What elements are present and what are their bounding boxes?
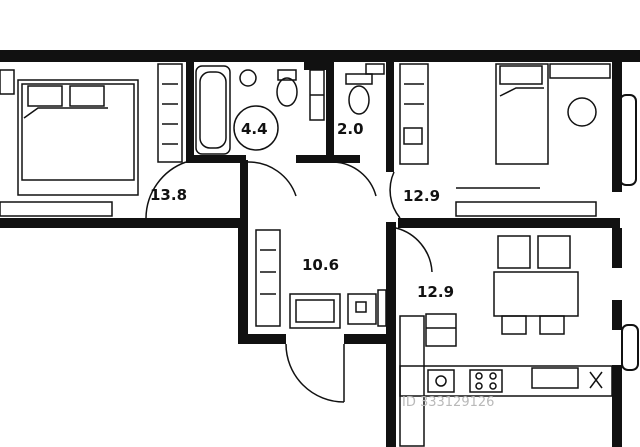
dresser-right — [455, 201, 597, 217]
desk — [549, 63, 611, 79]
oven — [531, 367, 579, 389]
walls — [0, 50, 640, 447]
watermark-id: ID 333129126 — [402, 395, 494, 410]
single-bed — [495, 63, 549, 165]
hallway — [255, 227, 433, 403]
cooktop — [469, 369, 503, 393]
area-label-toilet: 2.0 — [337, 120, 364, 138]
wardrobe-left — [157, 63, 183, 163]
kitchen-counter-left — [399, 315, 425, 447]
area-label-bathroom: 4.4 — [241, 120, 268, 138]
door-swing-bathroom — [247, 161, 297, 197]
double-bed — [17, 79, 139, 196]
wardrobe-right — [399, 63, 429, 165]
chair-top-right — [537, 235, 571, 269]
bathroom — [195, 65, 298, 197]
area-label-bedroom-left: 13.8 — [150, 186, 187, 204]
washbasin — [239, 69, 257, 87]
exhaust — [589, 371, 603, 389]
kitchen-counter-bottom — [399, 365, 613, 397]
bathtub — [195, 65, 231, 155]
door-swing-toilet — [333, 161, 377, 197]
nightstand — [0, 69, 15, 95]
door-swing-kitchen — [395, 227, 433, 273]
kitchen — [399, 235, 613, 447]
dining-table — [493, 271, 579, 317]
chair — [567, 97, 597, 127]
dresser-left — [0, 201, 113, 217]
area-label-bedroom-right: 12.9 — [403, 187, 440, 205]
fridge — [425, 313, 457, 347]
toilet-bath — [276, 77, 298, 107]
area-label-hallway: 10.6 — [302, 256, 339, 274]
chair-top-left — [497, 235, 531, 269]
windows-right — [619, 94, 639, 371]
area-label-kitchen: 12.9 — [417, 283, 454, 301]
chair-bottom-right — [539, 315, 565, 335]
door-swing-entrance — [285, 343, 345, 403]
toilet-room — [309, 63, 385, 197]
round-shower-tray — [233, 105, 279, 151]
sink-small — [365, 63, 385, 75]
toilet-bowl — [348, 85, 370, 115]
hall-bench — [289, 293, 341, 329]
chair-bottom-left — [501, 315, 527, 335]
door-swing-bedroom-right — [389, 171, 401, 219]
bedroom-left — [0, 63, 187, 219]
hall-wardrobe — [255, 229, 281, 327]
bedroom-right — [389, 63, 611, 219]
washing-machine — [347, 293, 377, 325]
sink — [427, 369, 455, 393]
door-swing-bedroom-left — [145, 161, 187, 219]
